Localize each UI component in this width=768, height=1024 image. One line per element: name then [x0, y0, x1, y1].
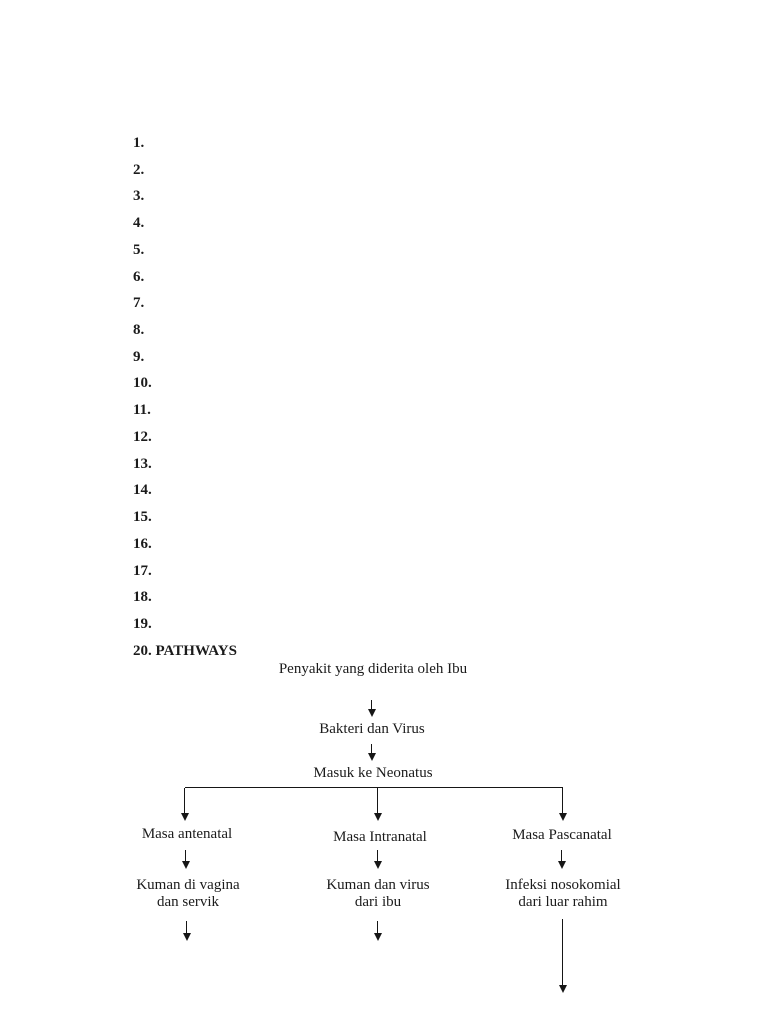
numbered-list-item: 5. — [133, 241, 145, 258]
flow-node-detail-antenatal: Kuman di vagina dan servik — [78, 877, 298, 911]
numbered-list-item: 15. — [133, 509, 152, 526]
arrow-down-icon — [373, 921, 382, 941]
arrow-down-icon — [181, 850, 190, 869]
flow-node-root: Penyakit yang diderita oleh Ibu — [278, 661, 468, 677]
numbered-list-item: 14. — [133, 482, 152, 499]
detail-line: Infeksi nosokomial — [505, 877, 621, 893]
detail-line: Kuman dan virus — [326, 877, 430, 893]
flow-node-detail-intranatal: Kuman dan virus dari ibu — [268, 877, 488, 911]
arrow-down-long-icon — [558, 919, 567, 993]
numbered-list-item: 7. — [133, 295, 145, 312]
arrow-down-icon — [373, 788, 382, 821]
detail-line: dari luar rahim — [518, 894, 608, 910]
arrow-down-icon — [557, 850, 566, 869]
numbered-list-item: 10. — [133, 375, 152, 392]
arrow-down-icon — [558, 788, 567, 821]
flow-node-masuk: Masuk ke Neonatus — [313, 765, 433, 781]
numbered-list-item: 9. — [133, 348, 145, 365]
numbered-list-item: 16. — [133, 535, 152, 552]
numbered-list-item: 19. — [133, 615, 152, 632]
numbered-list-item: 1. — [133, 135, 145, 151]
arrow-down-icon — [373, 850, 382, 869]
arrow-down-icon — [367, 744, 376, 761]
branch-connector-line — [185, 787, 563, 788]
flow-node-stage-pascanatal: Masa Pascanatal — [512, 827, 612, 843]
numbered-list-item: 3. — [133, 188, 145, 205]
numbered-list-item-pathways: 20. PATHWAYS — [133, 642, 237, 659]
numbered-list-item: 18. — [133, 589, 152, 606]
numbered-list-item: 2. — [133, 161, 145, 178]
flow-node-detail-pascanatal: Infeksi nosokomial dari luar rahim — [453, 877, 673, 911]
numbered-list-item: 4. — [133, 215, 145, 232]
numbered-list-item: 17. — [133, 562, 152, 579]
flow-node-stage-antenatal: Masa antenatal — [141, 826, 233, 842]
numbered-list-item: 11. — [133, 402, 151, 419]
arrow-down-icon — [180, 788, 189, 821]
numbered-list-item: 6. — [133, 268, 145, 285]
detail-line: dari ibu — [354, 894, 402, 910]
numbered-list: 1. 2. 3. 4. 5. 6. 7. 8. 9. 10. 11. 12. 1… — [133, 130, 237, 664]
detail-line: Kuman di vagina — [136, 877, 240, 893]
arrow-down-icon — [367, 700, 376, 717]
numbered-list-item: 12. — [133, 428, 152, 445]
arrow-down-icon — [182, 921, 191, 941]
flow-node-bakteri: Bakteri dan Virus — [319, 721, 425, 737]
numbered-list-item: 8. — [133, 322, 145, 339]
numbered-list-item: 13. — [133, 455, 152, 472]
detail-line: dan servik — [156, 894, 220, 910]
flow-node-stage-intranatal: Masa Intranatal — [333, 829, 427, 845]
